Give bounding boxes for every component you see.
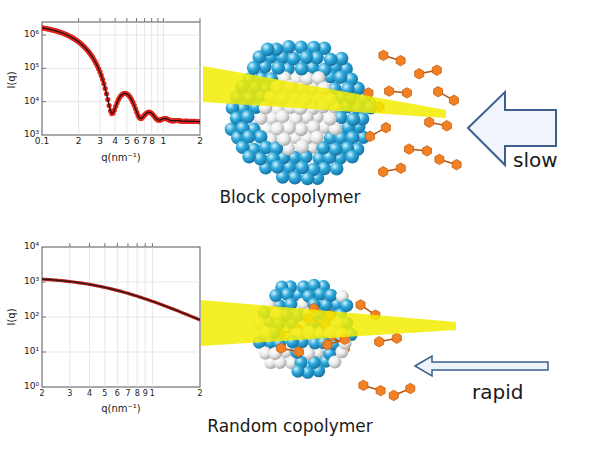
shell-bead	[295, 161, 309, 175]
x-tick: 5	[102, 390, 107, 399]
fit-curve	[42, 28, 200, 122]
x-tick: 2	[76, 137, 82, 147]
guest-molecule	[434, 86, 459, 105]
shell-bead	[271, 61, 285, 75]
guest-molecule	[366, 122, 391, 141]
axis-label: I(q)	[6, 71, 17, 88]
y-tick: 10²	[24, 312, 39, 322]
axis-label: q(nm⁻¹)	[101, 403, 141, 414]
shell-bead	[241, 110, 255, 124]
guest-molecule	[389, 383, 415, 400]
shell-bead	[346, 113, 360, 127]
guest-molecule	[385, 86, 412, 98]
shell-bead	[282, 40, 296, 54]
x-tick: 2	[197, 137, 203, 147]
x-tick: 9	[143, 390, 148, 399]
x-tick: 2	[39, 390, 44, 399]
saxs-plot-block	[39, 18, 202, 135]
rate-label: slow	[513, 149, 558, 171]
y-tick: 10¹	[24, 347, 39, 357]
x-tick: 3	[97, 137, 103, 147]
y-tick: 10³	[24, 277, 39, 287]
y-tick: 10⁵	[24, 63, 39, 73]
xray-beam	[203, 66, 446, 118]
guest-molecule	[405, 144, 432, 156]
guest-molecule	[379, 163, 406, 177]
x-tick: 1	[150, 390, 155, 399]
xray-beam	[201, 300, 456, 346]
y-tick: 10⁰	[24, 382, 39, 392]
y-tick: 10⁶	[24, 30, 39, 40]
guest-molecule	[415, 65, 442, 79]
grid	[42, 18, 200, 135]
copolymer-bead	[340, 299, 353, 312]
shell-bead	[295, 62, 309, 76]
guest-molecule	[425, 117, 452, 131]
copolymer-bead	[324, 289, 337, 302]
guest-molecule	[359, 380, 385, 396]
guest-molecule	[375, 333, 402, 347]
x-tick: 0.1	[35, 137, 49, 147]
x-tick: 4	[112, 137, 118, 147]
axis-label: q(nm⁻¹)	[101, 152, 141, 163]
shell-bead	[271, 160, 285, 174]
copolymer-bead	[291, 365, 304, 378]
panel-caption: Random copolymer	[207, 417, 373, 436]
block-micelle	[225, 40, 378, 185]
shell-bead	[247, 61, 261, 75]
x-tick: 6	[134, 137, 140, 147]
x-tick: 4	[87, 390, 92, 399]
shell-bead	[330, 162, 344, 176]
x-tick: 5	[124, 137, 130, 147]
x-tick: 8	[135, 390, 140, 399]
shell-bead	[329, 142, 343, 156]
guest-molecule	[277, 343, 304, 357]
copolymer-bead	[328, 356, 341, 369]
y-tick: 10⁴	[24, 97, 39, 107]
core-bead	[294, 123, 308, 137]
guest-molecule	[379, 50, 405, 66]
core-bead	[310, 131, 324, 145]
core-bead	[295, 140, 309, 154]
shell-bead	[261, 43, 275, 57]
axis-label: I(q)	[6, 308, 17, 325]
shell-bead	[242, 150, 256, 164]
guest-molecule	[435, 154, 461, 170]
y-tick: 10⁴	[24, 242, 39, 252]
core-bead	[277, 133, 291, 147]
grid	[42, 243, 200, 387]
x-tick: 8	[149, 137, 155, 147]
data-curve	[42, 279, 200, 320]
copolymer-bead	[269, 289, 282, 302]
x-tick: 3	[67, 390, 72, 399]
panel-caption: Block copolymer	[219, 188, 360, 207]
shell-bead	[345, 150, 359, 164]
saxs-plot-random	[42, 243, 200, 387]
x-tick: 2	[197, 390, 202, 399]
shell-bead	[334, 71, 348, 85]
shell-bead	[242, 130, 256, 144]
core-bead	[323, 112, 337, 126]
x-tick: 1	[161, 137, 167, 147]
x-tick: 7	[142, 137, 148, 147]
x-tick: 6	[115, 390, 120, 399]
diffusion-arrow	[415, 356, 548, 376]
shell-bead	[324, 53, 338, 67]
rate-label: rapid	[472, 381, 523, 403]
fit-curve	[42, 279, 200, 320]
x-tick: 7	[125, 390, 130, 399]
